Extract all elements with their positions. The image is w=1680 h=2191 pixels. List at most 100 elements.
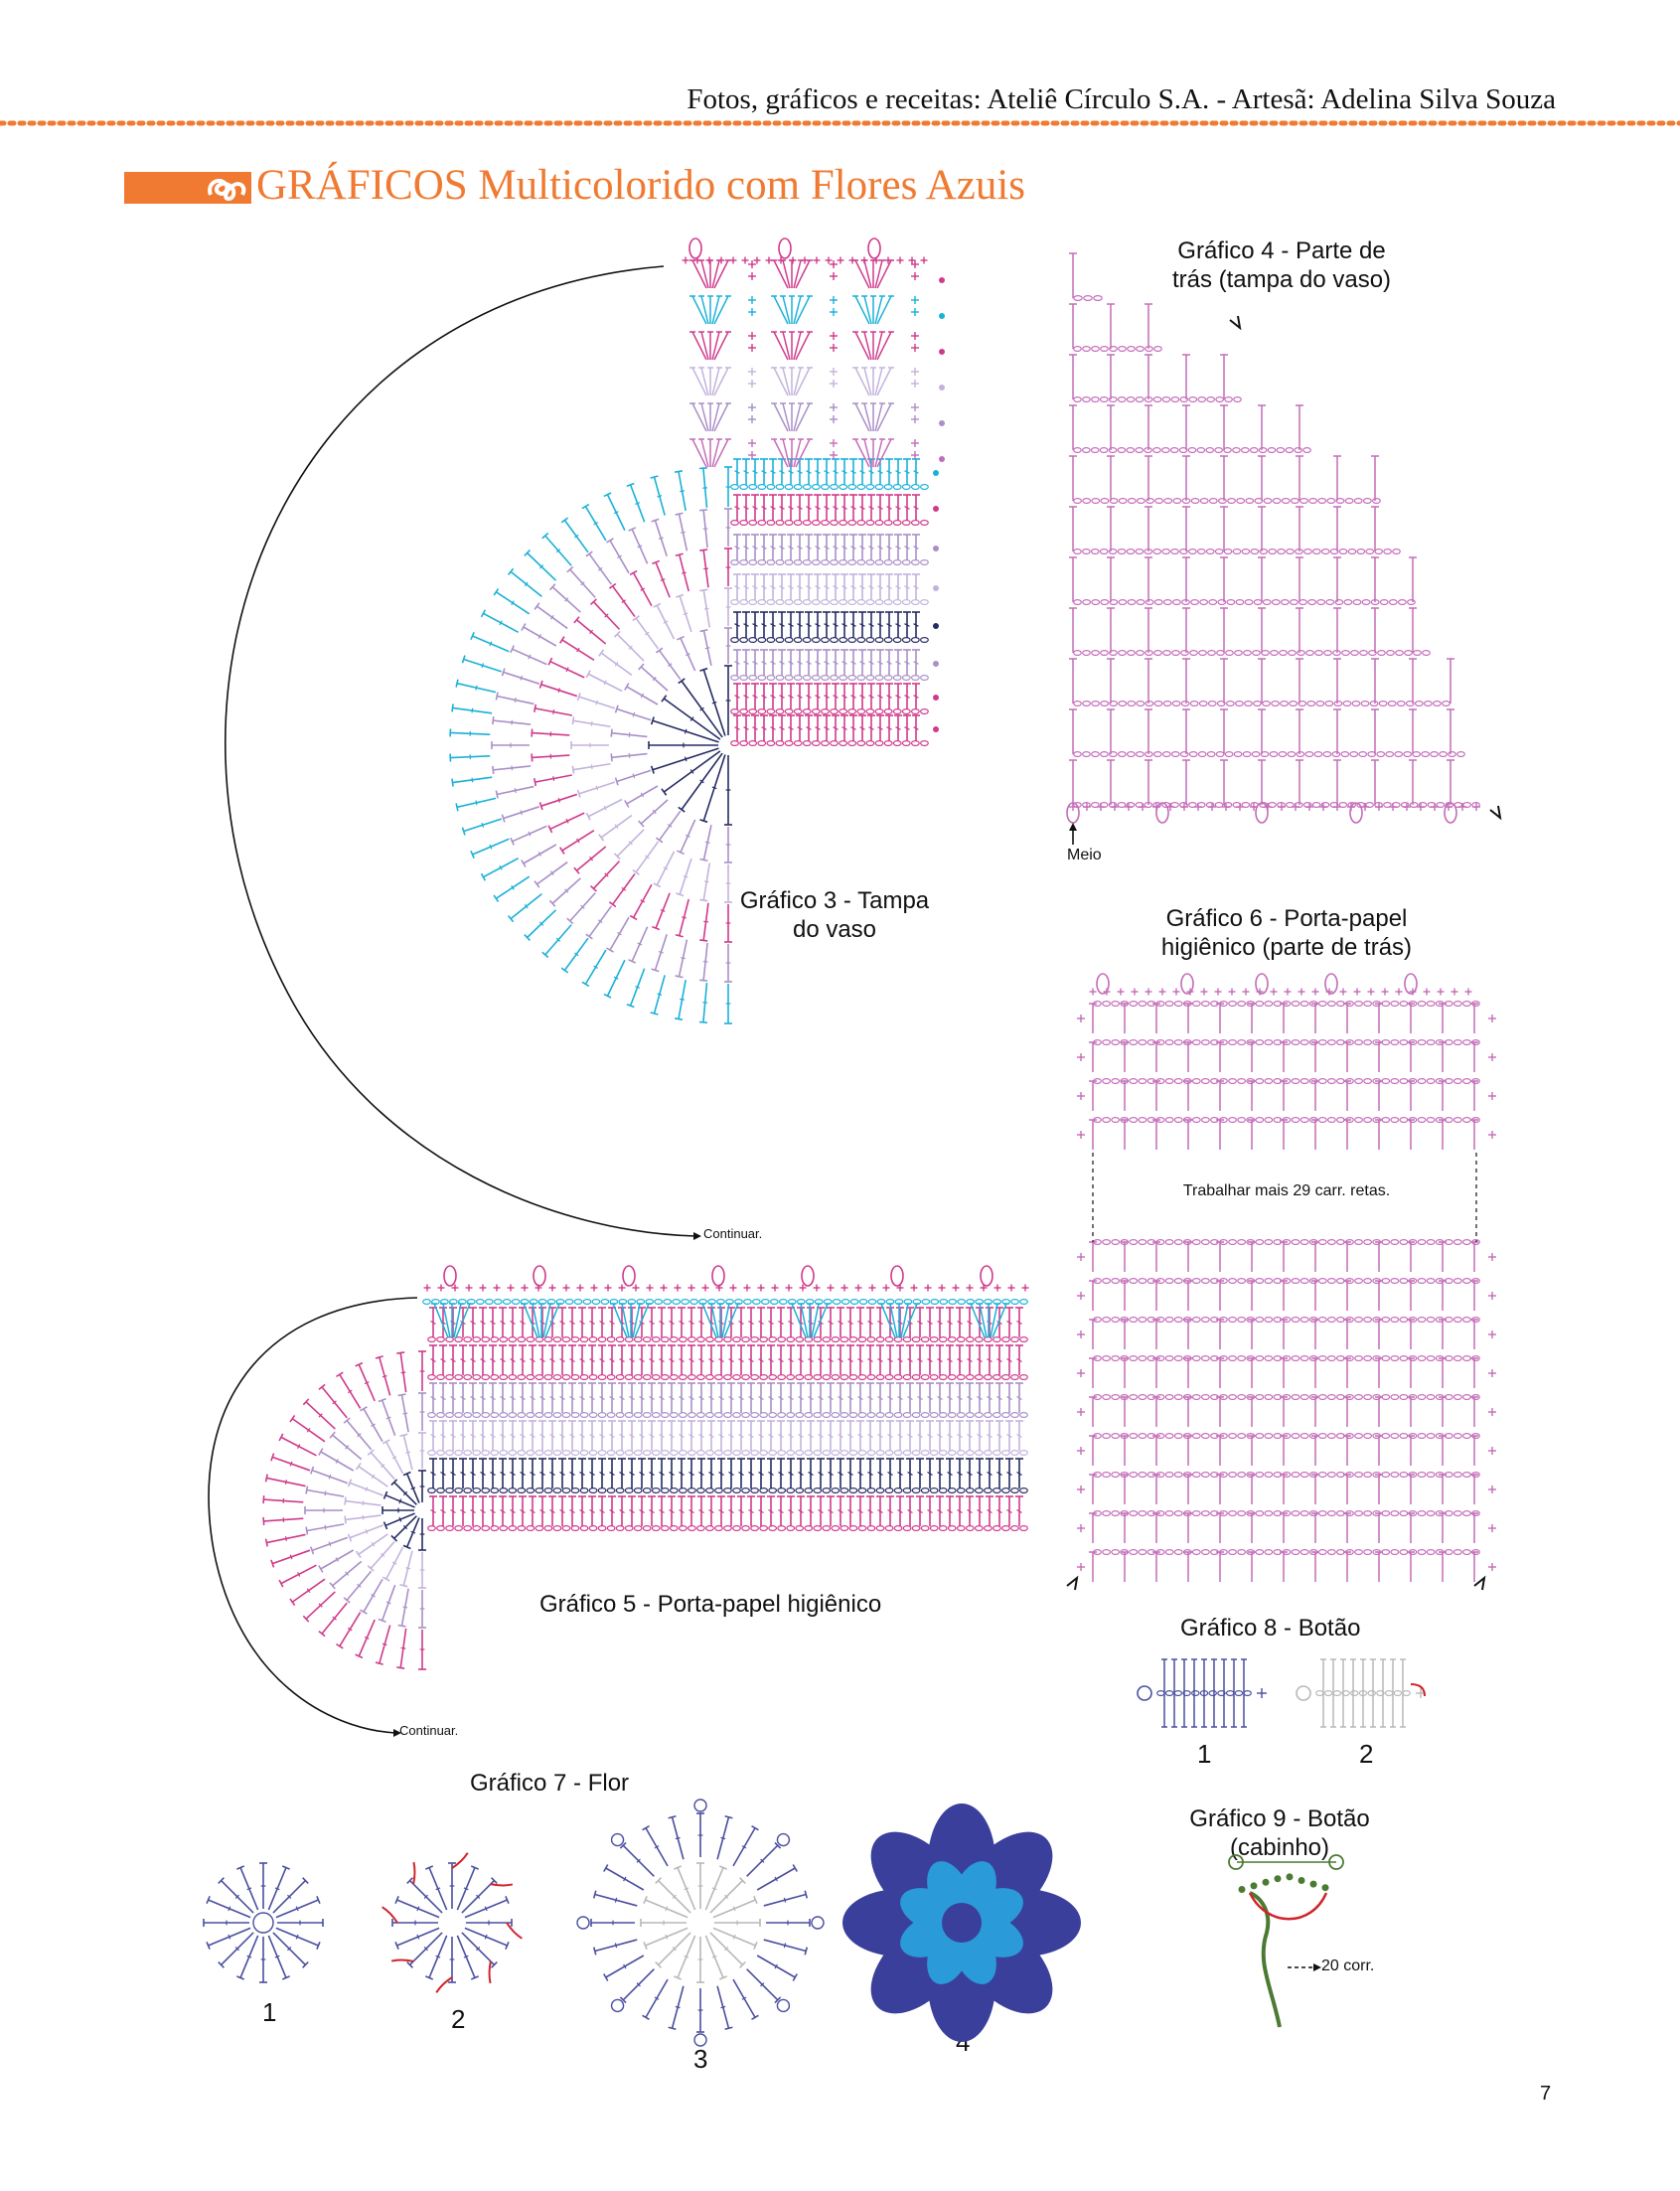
stitch-bar <box>868 726 874 730</box>
shell-post <box>711 367 720 396</box>
stitch-bar <box>335 1459 339 1464</box>
radial-treble <box>699 902 709 942</box>
chain-stitch <box>920 1524 930 1531</box>
treble-stitch <box>751 649 759 676</box>
shell-stitch <box>795 295 813 325</box>
stitch-bar <box>569 1357 575 1363</box>
chain-stitch <box>839 558 848 565</box>
stitch-bar <box>669 1320 675 1326</box>
shell-post <box>773 259 789 289</box>
stitch-bar <box>779 695 785 699</box>
stitch-bar <box>645 855 650 860</box>
radial-treble <box>533 704 572 716</box>
chain-stitch <box>867 1298 877 1305</box>
stitch-top <box>264 1538 268 1547</box>
chain-stitch <box>766 739 776 746</box>
stitch-bar <box>917 1433 923 1439</box>
stitch-bar <box>859 506 865 510</box>
radial-treble <box>581 503 607 542</box>
chain-stitch <box>748 558 758 565</box>
shell-post <box>863 367 872 396</box>
treble-stitch <box>894 649 902 676</box>
chain-stitch <box>570 1487 580 1493</box>
chain-stitch <box>1153 346 1162 353</box>
stitch-bar <box>788 1320 794 1326</box>
treble-stitch <box>867 683 875 709</box>
treble-stitch <box>885 573 893 600</box>
lid-row-base <box>730 739 929 746</box>
chain-stitch <box>689 1298 698 1305</box>
stitch-bar <box>698 1471 704 1477</box>
stitch-bar <box>549 1395 555 1401</box>
stitch-bar <box>357 1433 362 1438</box>
chain-stitch <box>422 1298 431 1305</box>
chain-stitch <box>1232 548 1242 554</box>
stitch-top <box>547 657 553 666</box>
stitch-bar <box>639 1395 645 1401</box>
chain-stitch <box>956 1411 966 1418</box>
chain-stitch <box>910 674 920 681</box>
chain-stitch <box>795 1449 805 1456</box>
chain-stitch <box>1268 548 1278 554</box>
chain-stitch <box>730 519 739 526</box>
stitch-bar <box>887 1395 893 1401</box>
chain-stitch <box>1126 396 1136 403</box>
chain-stitch <box>1290 498 1299 505</box>
chain-stitch <box>1126 447 1136 454</box>
stitch-bar <box>510 1433 516 1439</box>
single-crochet <box>1208 803 1216 811</box>
shell-stitch <box>861 402 872 432</box>
chain-stitch <box>1326 1000 1336 1007</box>
stitch-top <box>674 469 684 474</box>
chain-stitch <box>1354 1000 1363 1007</box>
stitch-bar <box>579 1357 585 1363</box>
treble-stitch <box>936 1344 944 1375</box>
stitch-top <box>378 1618 386 1624</box>
treble-stitch <box>769 458 777 485</box>
chain-stitch <box>1178 447 1188 454</box>
treble-stitch <box>733 534 741 560</box>
treble-stitch <box>1015 1495 1023 1526</box>
treble-stitch <box>966 1420 974 1451</box>
treble-stitch <box>737 1382 745 1413</box>
single-crochet <box>830 368 838 376</box>
stitch-top <box>678 678 686 685</box>
grid-chain-row <box>1073 346 1162 353</box>
chart7-step-3: 3 <box>693 2044 708 2074</box>
stitch-bar <box>660 908 666 912</box>
stitch-bar <box>405 1567 411 1570</box>
treble-stitch <box>697 1458 705 1488</box>
chain-stitch <box>1001 1298 1010 1305</box>
single-crochet <box>830 272 838 280</box>
shell-stitch <box>861 367 872 396</box>
stitch-bar <box>405 1451 411 1454</box>
treble-stitch <box>840 714 848 741</box>
treble-stitch <box>867 714 875 741</box>
stitch-bar <box>886 661 892 665</box>
radial-treble <box>495 785 535 799</box>
stitch-bar <box>430 1395 436 1401</box>
chain-stitch <box>793 558 803 565</box>
chain-stitch <box>493 1298 503 1305</box>
chain-stitch <box>857 1373 867 1380</box>
radial-treble <box>418 1590 426 1629</box>
chain-stitch <box>847 739 857 746</box>
stitch-bar <box>440 1395 446 1401</box>
stitch-top <box>262 1516 265 1525</box>
stitch-bar <box>743 695 749 699</box>
stitch-bar <box>828 1433 834 1439</box>
chain-stitch <box>591 1298 601 1305</box>
chain-stitch <box>757 739 767 746</box>
chain-stitch <box>975 1298 985 1305</box>
chain-stitch <box>947 1449 957 1456</box>
stitch-top <box>566 565 574 573</box>
chain-stitch <box>823 1298 833 1305</box>
stitch-bar <box>430 1471 436 1477</box>
shell-stitch <box>780 295 791 325</box>
chain-stitch <box>1347 548 1357 554</box>
chain-stitch <box>786 1411 796 1418</box>
chain-stitch <box>839 739 848 746</box>
treble-stitch <box>678 1420 686 1451</box>
chain-stitch <box>481 1373 491 1380</box>
chain-stitch <box>517 1524 527 1531</box>
